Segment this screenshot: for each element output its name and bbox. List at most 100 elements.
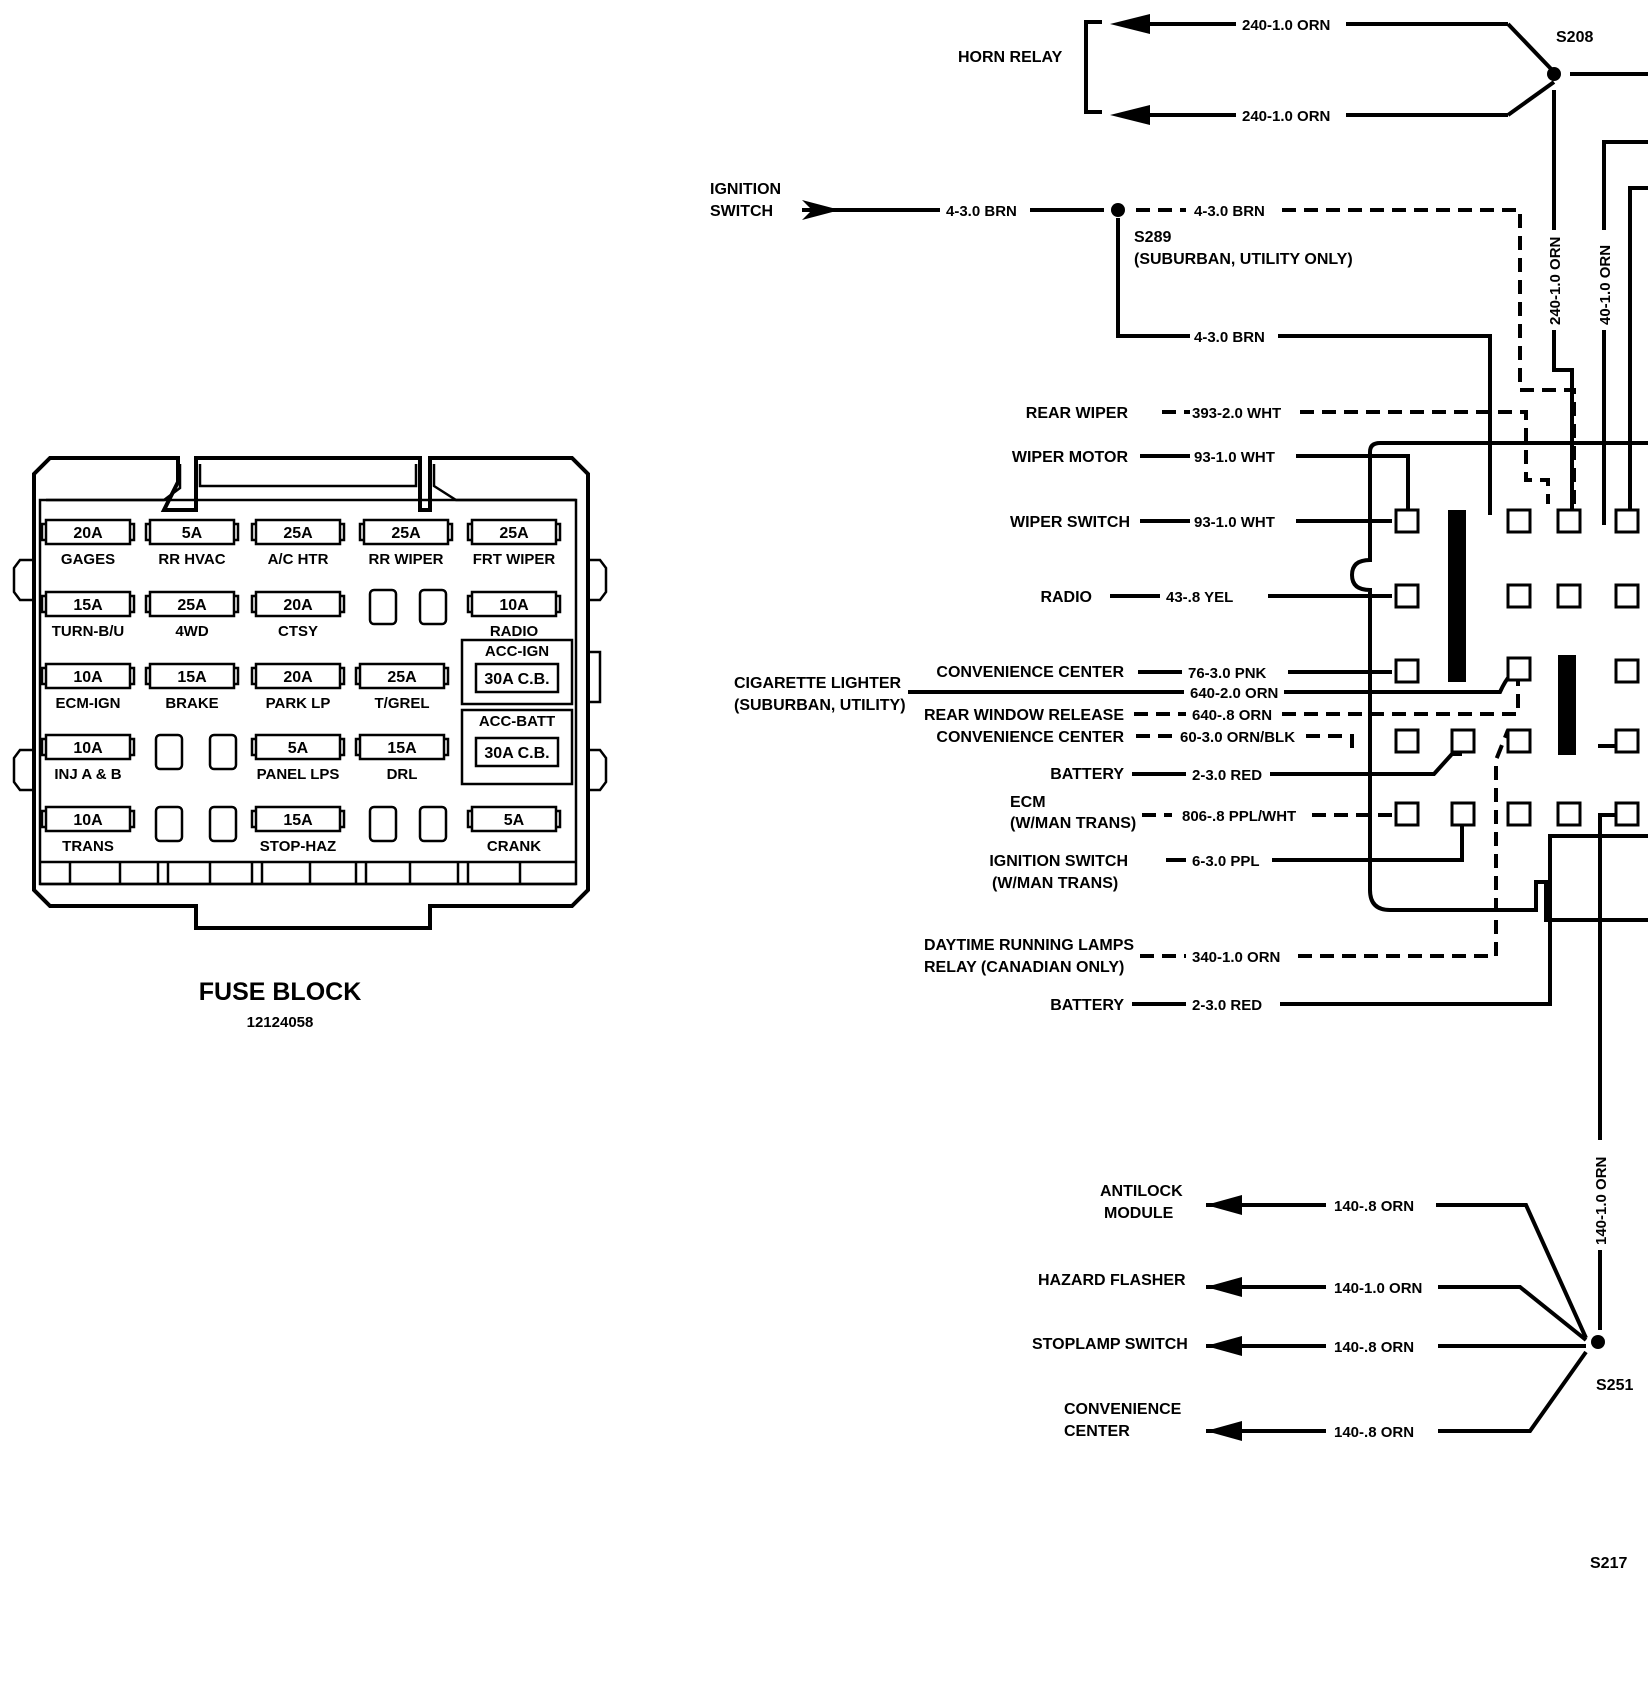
wire-horn-top: 240-1.0 ORN xyxy=(1242,17,1330,34)
wire-hazard: 140-1.0 ORN xyxy=(1334,1280,1422,1297)
fuse-amp: 15A xyxy=(177,669,207,686)
wire-battery-2: 2-3.0 RED xyxy=(1192,997,1262,1014)
battery-label-2: BATTERY xyxy=(1050,997,1124,1014)
cigarette-lighter-note: (SUBURBAN, UTILITY) xyxy=(734,697,906,714)
fuse-label: RR WIPER xyxy=(369,551,444,568)
svg-text:ACC-BATT: ACC-BATT xyxy=(479,713,555,730)
fuse-label: STOP-HAZ xyxy=(260,838,336,855)
radio-label: RADIO xyxy=(1040,589,1092,606)
fuse-amp: 25A xyxy=(177,597,207,614)
fuse-block-part-number: 12124058 xyxy=(247,1014,314,1031)
fuse-trans: 10A TRANS xyxy=(40,805,136,855)
hazard-flasher-label: HAZARD FLASHER xyxy=(1038,1272,1186,1289)
fuse-amp: 15A xyxy=(73,597,103,614)
wire-drl: 340-1.0 ORN xyxy=(1192,949,1280,966)
ecm-label: ECM xyxy=(1010,794,1046,811)
convenience-center-label-3: CONVENIENCE xyxy=(1064,1401,1182,1418)
fuse-stop-haz: 15A STOP-HAZ xyxy=(250,805,346,855)
convenience-center-label-1: CONVENIENCE CENTER xyxy=(936,664,1124,681)
fuse-ctsy: 20A CTSY xyxy=(250,590,346,640)
wire-vert-40: 40-1.0 ORN xyxy=(1597,245,1614,325)
drl-relay-label: DAYTIME RUNNING LAMPS xyxy=(924,937,1134,954)
wiper-switch-label: WIPER SWITCH xyxy=(1010,514,1130,531)
ignition-switch-man-label: IGNITION SWITCH xyxy=(989,853,1128,870)
wiper-motor-label: WIPER MOTOR xyxy=(1012,449,1129,466)
wire-ign-lower: 4-3.0 BRN xyxy=(1194,329,1265,346)
fuse-amp: 5A xyxy=(288,740,309,757)
drl-relay-note: RELAY (CANADIAN ONLY) xyxy=(924,959,1124,976)
circuit-labels: HORN RELAY IGNITION SWITCH S208 S289 (SU… xyxy=(710,29,1633,1572)
fuse-amp: 10A xyxy=(73,740,103,757)
fuse-label: FRT WIPER xyxy=(473,551,556,568)
wire-conv-center-3: 140-.8 ORN xyxy=(1334,1424,1414,1441)
fuse-t-grel: 25A T/GREL xyxy=(354,662,450,712)
wire-ign-man: 6-3.0 PPL xyxy=(1192,853,1260,870)
horn-relay-label: HORN RELAY xyxy=(958,49,1063,66)
wire-wiper-switch: 93-1.0 WHT xyxy=(1194,514,1275,531)
fuse-amp: 5A xyxy=(182,525,203,542)
arrows xyxy=(802,14,1242,1441)
ignition-switch-man-note: (W/MAN TRANS) xyxy=(992,875,1118,892)
breaker-acc-batt: ACC-BATT 30A C.B. xyxy=(474,713,560,768)
convenience-center-label-2: CONVENIENCE CENTER xyxy=(936,729,1124,746)
fuse-brake: 15A BRAKE xyxy=(144,662,240,712)
fuse-amp: 5A xyxy=(504,812,525,829)
fuse-frt-wiper: 25A FRT WIPER xyxy=(466,518,562,568)
fuse-amp: 20A xyxy=(283,669,313,686)
wire-ign-in: 4-3.0 BRN xyxy=(946,203,1017,220)
fuse-label: T/GREL xyxy=(375,695,430,712)
fuse-label: BRAKE xyxy=(165,695,218,712)
ignition-switch-label-2: SWITCH xyxy=(710,203,773,220)
rear-wiper-label: REAR WIPER xyxy=(1026,405,1129,422)
fuse-amp: 25A xyxy=(387,669,417,686)
antilock-module-label-2: MODULE xyxy=(1104,1205,1174,1222)
fuse-amp: 10A xyxy=(73,669,103,686)
fuse-label: RADIO xyxy=(490,623,539,640)
fuse-4wd: 25A 4WD xyxy=(144,590,240,640)
s217-label: S217 xyxy=(1590,1555,1627,1572)
wire-horn-bottom: 240-1.0 ORN xyxy=(1242,108,1330,125)
s289-note: (SUBURBAN, UTILITY ONLY) xyxy=(1134,251,1353,268)
stoplamp-switch-label: STOPLAMP SWITCH xyxy=(1032,1336,1188,1353)
s251-label: S251 xyxy=(1596,1377,1633,1394)
fuse-amp: 10A xyxy=(73,812,103,829)
fuse-label: TRANS xyxy=(62,838,114,855)
fuse-block-terminals xyxy=(1394,508,1640,827)
wire-battery-1: 2-3.0 RED xyxy=(1192,767,1262,784)
wire-conv-center-1: 76-3.0 PNK xyxy=(1188,665,1267,682)
wire-labels: 240-1.0 ORN 240-1.0 ORN 4-3.0 BRN 4-3.0 … xyxy=(946,17,1614,1441)
cigarette-lighter-label: CIGARETTE LIGHTER xyxy=(734,675,902,692)
wire-radio: 43-.8 YEL xyxy=(1166,589,1233,606)
fuse-amp: 10A xyxy=(499,597,529,614)
fuse-amp: 20A xyxy=(283,597,313,614)
wire-ign-dashed: 4-3.0 BRN xyxy=(1194,203,1265,220)
wires xyxy=(802,20,1648,1433)
svg-text:30A C.B.: 30A C.B. xyxy=(484,745,549,762)
fuse-amp: 25A xyxy=(391,525,421,542)
s208-label: S208 xyxy=(1556,29,1593,46)
breaker-acc-ign: ACC-IGN 30A C.B. xyxy=(474,643,560,694)
wire-ecm: 806-.8 PPL/WHT xyxy=(1182,808,1296,825)
fuse-drl: 15A DRL xyxy=(354,733,450,783)
fuse-label: CTSY xyxy=(278,623,318,640)
splice-dots xyxy=(1111,67,1605,1349)
ecm-note: (W/MAN TRANS) xyxy=(1010,815,1136,832)
fuse-label: A/C HTR xyxy=(268,551,329,568)
fuse-label: DRL xyxy=(387,766,418,783)
fuse-amp: 25A xyxy=(499,525,529,542)
grille xyxy=(68,862,522,884)
convenience-center-label-3b: CENTER xyxy=(1064,1423,1130,1440)
fuse-radio: 10A RADIO xyxy=(466,590,562,640)
fuse-amp: 15A xyxy=(387,740,417,757)
fuse-label: 4WD xyxy=(175,623,209,640)
fuse-amp: 15A xyxy=(283,812,313,829)
fuse-label: GAGES xyxy=(61,551,115,568)
battery-label-1: BATTERY xyxy=(1050,766,1124,783)
empty-slots xyxy=(154,588,448,843)
